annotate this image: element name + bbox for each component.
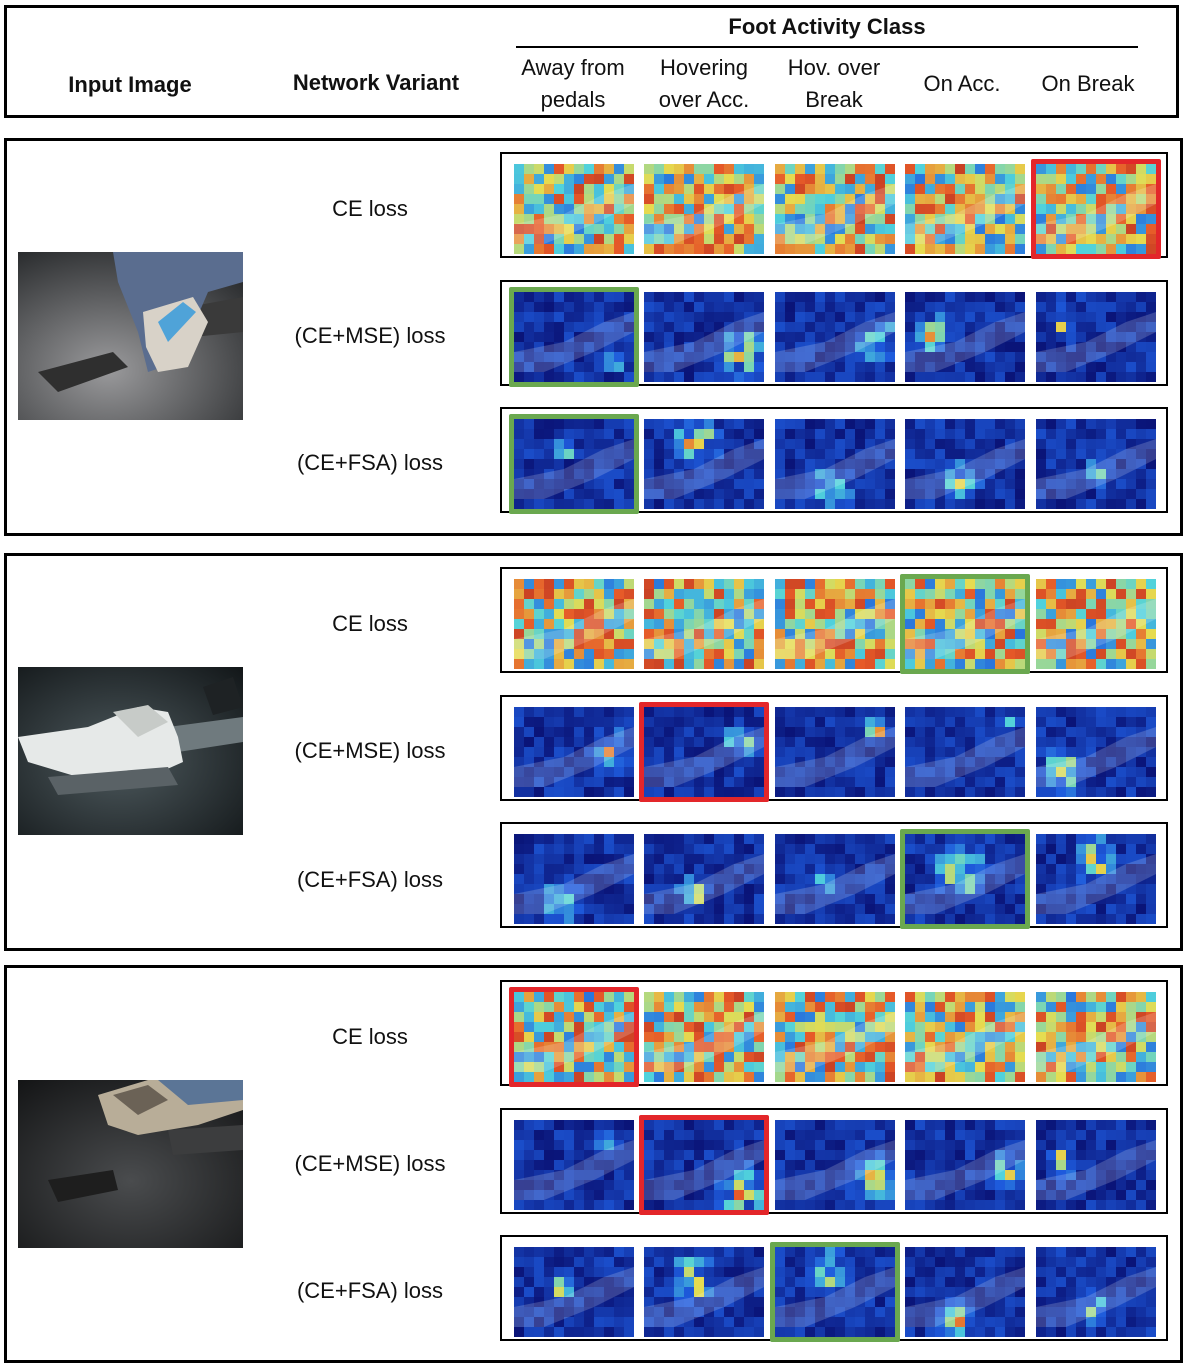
heatmap-tile bbox=[644, 707, 764, 797]
input-image bbox=[18, 252, 243, 420]
heatmap-tile bbox=[1036, 834, 1156, 924]
heatmap-tile bbox=[1036, 292, 1156, 382]
heatmap-row bbox=[500, 407, 1168, 513]
heatmap-tile bbox=[1036, 707, 1156, 797]
heatmap-tile bbox=[1036, 1120, 1156, 1210]
variant-label-ce-mse: (CE+MSE) loss bbox=[294, 323, 446, 348]
heatmap-tile bbox=[514, 292, 634, 382]
correct-prediction-frame bbox=[900, 574, 1030, 674]
correct-prediction-frame bbox=[509, 287, 639, 387]
heatmap-tile bbox=[514, 164, 634, 254]
heatmap-tile bbox=[775, 834, 895, 924]
heatmap-tile bbox=[905, 834, 1025, 924]
heatmap-tile bbox=[644, 1120, 764, 1210]
heatmap-tile bbox=[905, 992, 1025, 1082]
heatmap-tile bbox=[644, 419, 764, 509]
heatmap-tile bbox=[1036, 579, 1156, 669]
heatmap-tile bbox=[775, 992, 895, 1082]
heatmap-tile bbox=[514, 419, 634, 509]
heatmap-tile bbox=[644, 579, 764, 669]
correct-prediction-frame bbox=[770, 1242, 900, 1342]
heatmap-tile bbox=[775, 707, 895, 797]
wrong-prediction-frame bbox=[509, 987, 639, 1087]
variant-label-ce-mse: (CE+MSE) loss bbox=[294, 1151, 446, 1176]
heatmap-tile bbox=[514, 992, 634, 1082]
correct-prediction-frame bbox=[509, 414, 639, 514]
class-heading-on-break: On Break bbox=[1041, 71, 1135, 96]
heatmap-tile bbox=[775, 164, 895, 254]
heatmap-row bbox=[500, 280, 1168, 386]
heatmap-tile bbox=[514, 1247, 634, 1337]
variant-label-ce-fsa: (CE+FSA) loss bbox=[296, 1278, 444, 1303]
wrong-prediction-frame bbox=[639, 702, 769, 802]
heatmap-tile bbox=[775, 292, 895, 382]
variant-label-ce: CE loss bbox=[332, 1024, 408, 1049]
heatmap-row bbox=[500, 152, 1168, 258]
heatmap-row bbox=[500, 980, 1168, 1086]
input-image bbox=[18, 1080, 243, 1248]
header-rule bbox=[516, 46, 1138, 48]
heatmap-tile bbox=[514, 579, 634, 669]
table-header bbox=[4, 5, 1179, 118]
class-heading-away: Away from pedals bbox=[521, 55, 625, 112]
class-heading-on-acc: On Acc. bbox=[923, 71, 1001, 96]
heatmap-tile bbox=[644, 1247, 764, 1337]
heatmap-tile bbox=[905, 419, 1025, 509]
heatmap-tile bbox=[514, 834, 634, 924]
example-group-3 bbox=[4, 965, 1183, 1363]
variant-label-ce: CE loss bbox=[332, 196, 408, 221]
input-image-heading: Input Image bbox=[68, 72, 192, 97]
heatmap-tile bbox=[514, 707, 634, 797]
heatmap-tile bbox=[775, 1120, 895, 1210]
class-heading-hover-acc: Hovering over Acc. bbox=[658, 55, 750, 112]
wrong-prediction-frame bbox=[1031, 159, 1161, 259]
heatmap-tile bbox=[905, 707, 1025, 797]
input-image bbox=[18, 667, 243, 835]
heatmap-row bbox=[500, 822, 1168, 928]
variant-label-ce: CE loss bbox=[332, 611, 408, 636]
heatmap-row bbox=[500, 695, 1168, 801]
variant-label-ce-fsa: (CE+FSA) loss bbox=[296, 450, 444, 475]
heatmap-tile bbox=[514, 1120, 634, 1210]
correct-prediction-frame bbox=[900, 829, 1030, 929]
heatmap-tile bbox=[1036, 419, 1156, 509]
heatmap-tile bbox=[644, 164, 764, 254]
variant-label-ce-fsa: (CE+FSA) loss bbox=[296, 867, 444, 892]
heatmap-tile bbox=[644, 834, 764, 924]
class-heading-hover-break: Hov. over Break bbox=[787, 55, 881, 112]
heatmap-tile bbox=[905, 1247, 1025, 1337]
wrong-prediction-frame bbox=[639, 1115, 769, 1215]
heatmap-tile bbox=[1036, 992, 1156, 1082]
heatmap-tile bbox=[775, 1247, 895, 1337]
heatmap-tile bbox=[1036, 1247, 1156, 1337]
heatmap-tile bbox=[775, 579, 895, 669]
variant-label-ce-mse: (CE+MSE) loss bbox=[294, 738, 446, 763]
heatmap-tile bbox=[1036, 164, 1156, 254]
network-variant-heading: Network Variant bbox=[292, 70, 460, 95]
foot-activity-class-heading: Foot Activity Class bbox=[728, 14, 926, 39]
heatmap-tile bbox=[905, 292, 1025, 382]
heatmap-tile bbox=[644, 292, 764, 382]
heatmap-tile bbox=[775, 419, 895, 509]
heatmap-tile bbox=[905, 579, 1025, 669]
example-group-2 bbox=[4, 553, 1183, 951]
heatmap-row bbox=[500, 1108, 1168, 1214]
heatmap-tile bbox=[905, 1120, 1025, 1210]
heatmap-tile bbox=[905, 164, 1025, 254]
example-group-1 bbox=[4, 138, 1183, 536]
heatmap-tile bbox=[644, 992, 764, 1082]
heatmap-row bbox=[500, 567, 1168, 673]
